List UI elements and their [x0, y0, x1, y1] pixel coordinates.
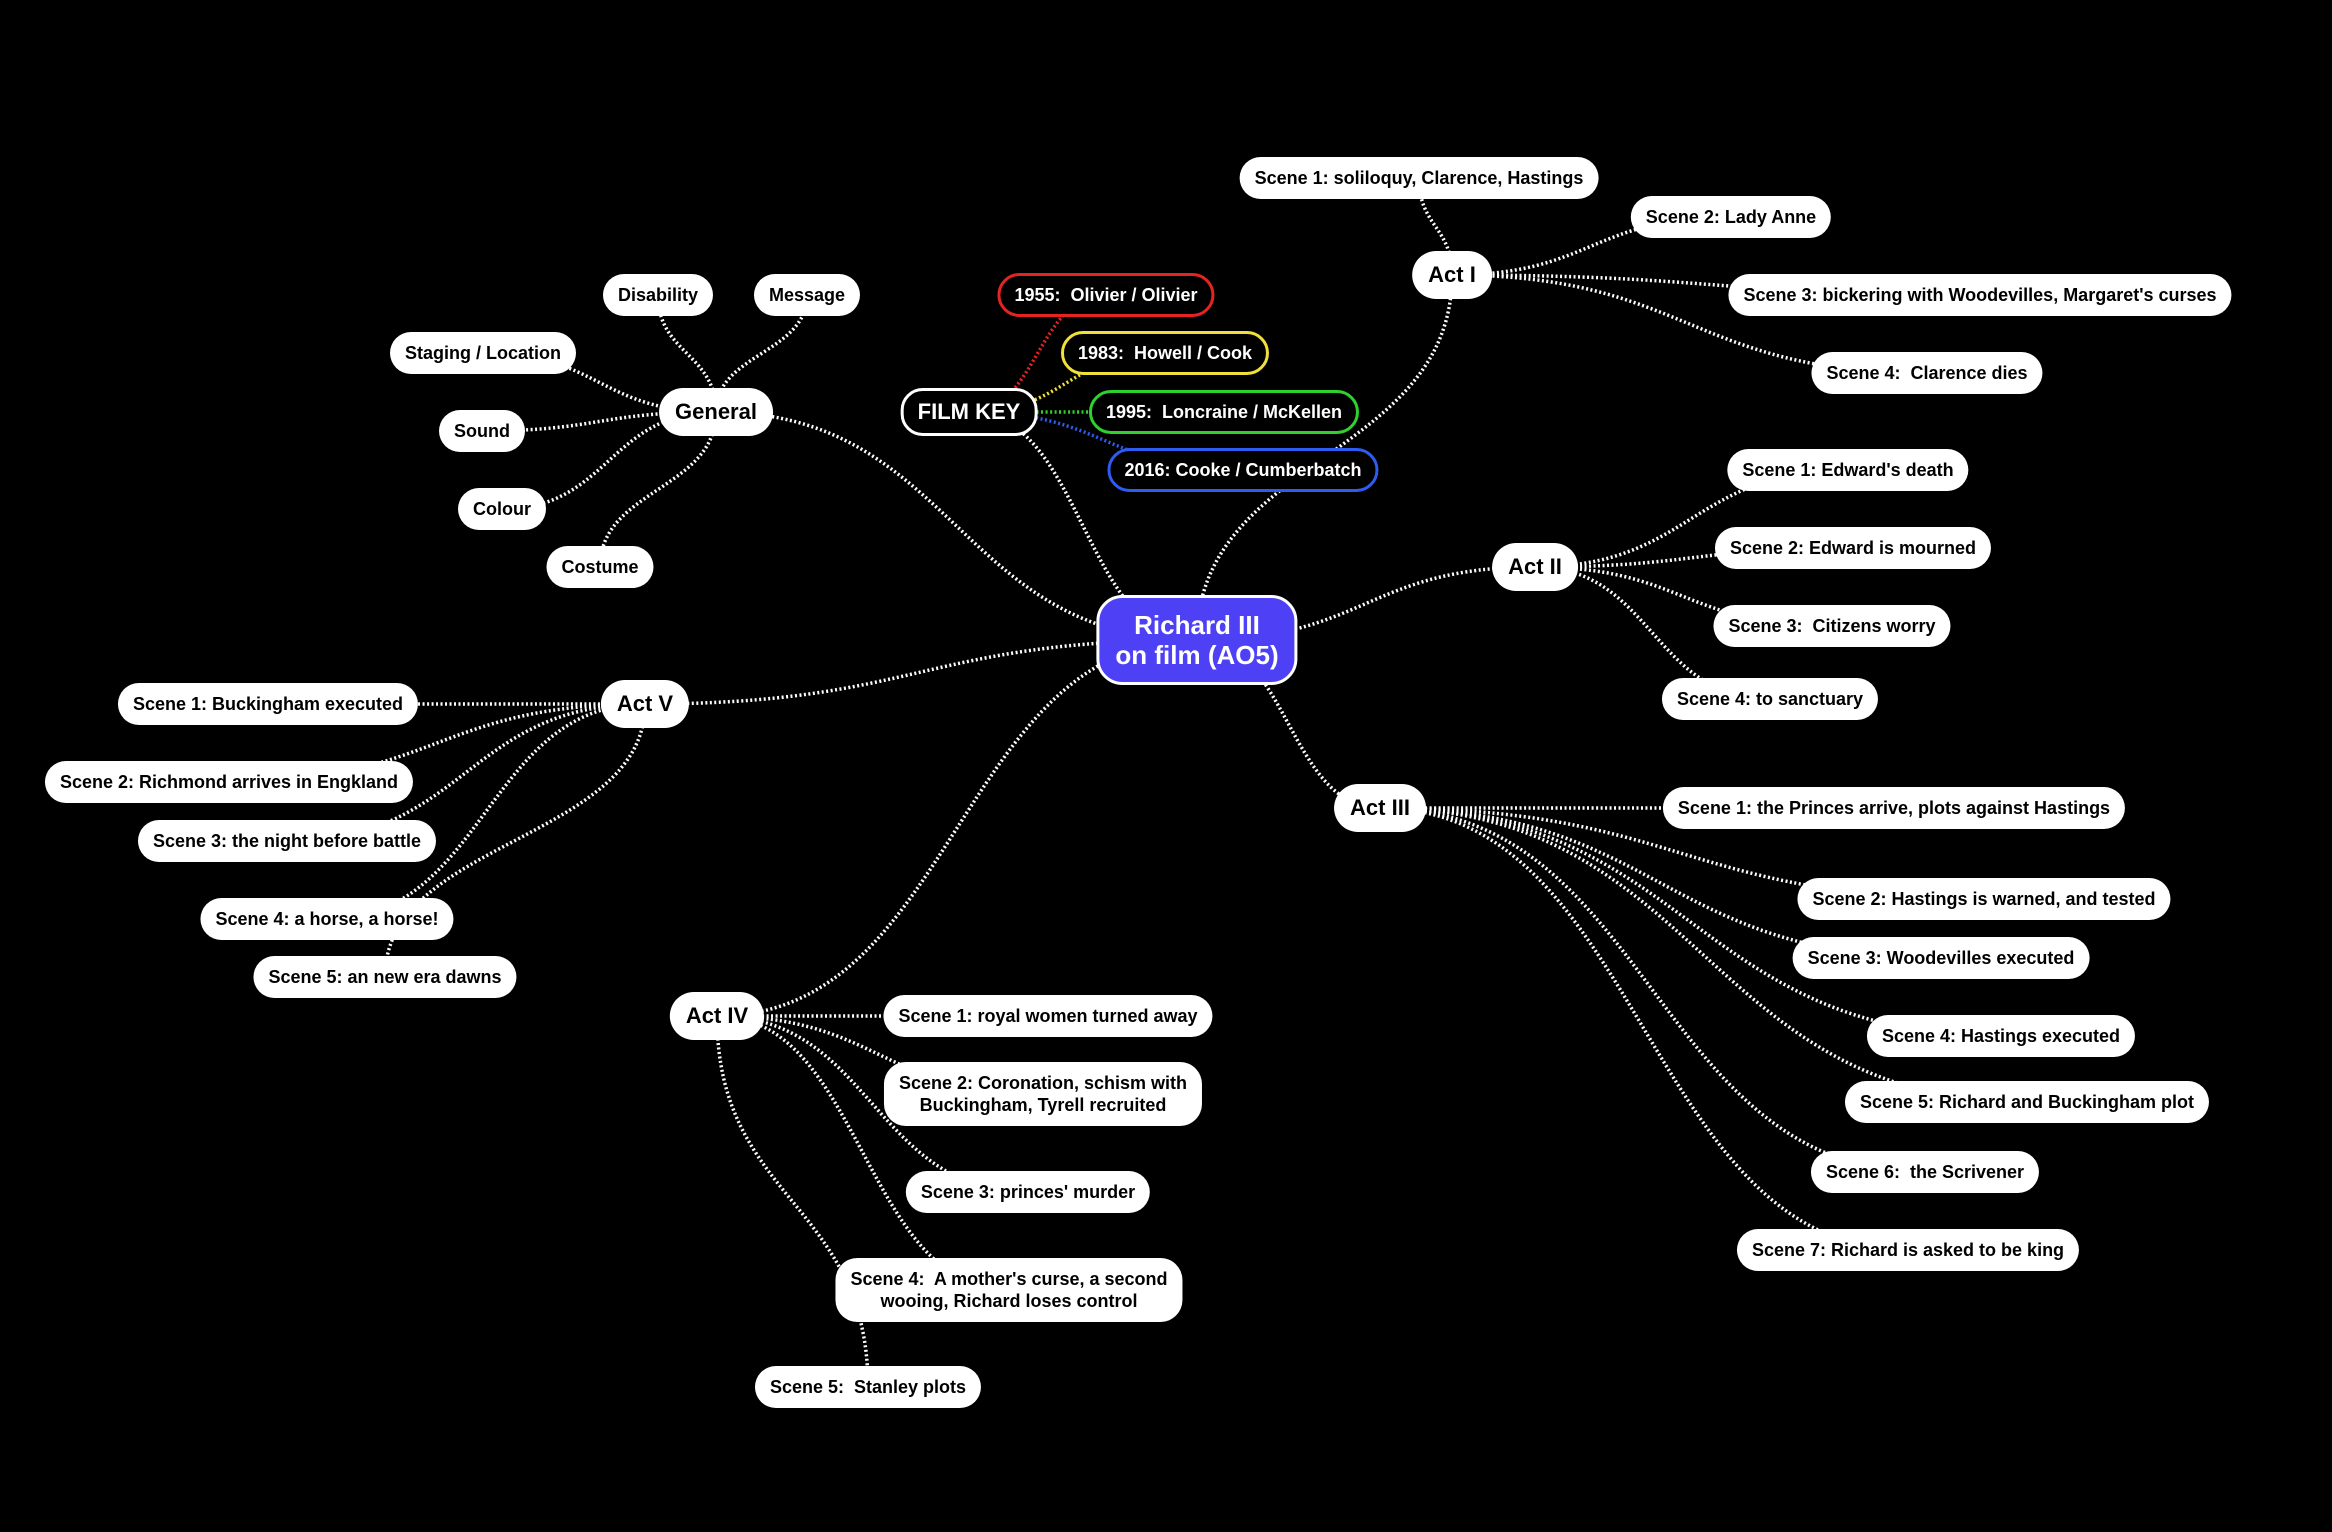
connector-act-5-node-act-5-scene-5 — [383, 703, 647, 978]
act-4-scene-5[interactable]: Scene 5: Stanley plots — [754, 1366, 982, 1408]
act-2-scene-2[interactable]: Scene 2: Edward is mourned — [1714, 527, 1992, 569]
act-3-node[interactable]: Act III — [1334, 784, 1426, 832]
connector-act-3-node-act-3-scene-7 — [1379, 806, 1909, 1252]
connector-act-3-node-act-3-scene-6 — [1379, 806, 1926, 1174]
connector-act-1-node-act-1-scene-4 — [1451, 273, 1928, 375]
film-key-1995[interactable]: 1995: Loncraine / McKellen — [1088, 390, 1360, 434]
film-key-1955[interactable]: 1955: Olivier / Olivier — [997, 273, 1215, 317]
general-item-colour[interactable]: Colour — [458, 488, 546, 530]
connector-act-4-node-act-4-scene-4 — [716, 1014, 1010, 1292]
act-5-scene-1[interactable]: Scene 1: Buckingham executed — [117, 683, 419, 725]
act-1-scene-4[interactable]: Scene 4: Clarence dies — [1811, 352, 2043, 394]
general-item-staging[interactable]: Staging / Location — [390, 332, 576, 374]
act-2-scene-1[interactable]: Scene 1: Edward's death — [1727, 449, 1969, 491]
general-item-costume[interactable]: Costume — [546, 546, 654, 588]
act-5-scene-4[interactable]: Scene 4: a horse, a horse! — [200, 898, 454, 940]
act-2-scene-4[interactable]: Scene 4: to sanctuary — [1661, 678, 1879, 720]
connector-central-topic-act-4-node — [716, 638, 1198, 1018]
act-5-scene-2[interactable]: Scene 2: Richmond arrives in Engkland — [44, 761, 414, 803]
act-3-scene-2[interactable]: Scene 2: Hastings is warned, and tested — [1797, 878, 2171, 920]
act-4-scene-3[interactable]: Scene 3: princes' murder — [905, 1171, 1151, 1213]
connector-act-4-node-act-4-scene-3 — [716, 1014, 1029, 1194]
connector-act-3-node-act-3-scene-2 — [1379, 806, 1985, 901]
act-3-scene-6[interactable]: Scene 6: the Scrivener — [1810, 1151, 2040, 1193]
act-4-scene-2[interactable]: Scene 2: Coronation, schism with Bucking… — [883, 1062, 1203, 1126]
general-item-sound[interactable]: Sound — [439, 410, 525, 452]
act-5-node[interactable]: Act V — [600, 680, 690, 728]
act-3-scene-5[interactable]: Scene 5: Richard and Buckingham plot — [1844, 1081, 2210, 1123]
general-item-message[interactable]: Message — [753, 274, 861, 316]
connector-act-5-node-act-5-scene-3 — [286, 702, 646, 843]
act-2-scene-3[interactable]: Scene 3: Citizens worry — [1713, 605, 1951, 647]
act-3-scene-1[interactable]: Scene 1: the Princes arrive, plots again… — [1662, 787, 2126, 829]
connector-act-2-node-act-2-scene-1 — [1534, 468, 1849, 569]
general-node[interactable]: General — [659, 388, 773, 436]
connector-act-3-node-act-3-scene-4 — [1379, 806, 2002, 1038]
act-4-scene-1[interactable]: Scene 1: royal women turned away — [883, 995, 1213, 1037]
connector-act-2-node-act-2-scene-2 — [1534, 546, 1854, 569]
general-item-disability[interactable]: Disability — [602, 274, 714, 316]
act-5-scene-3[interactable]: Scene 3: the night before battle — [137, 820, 437, 862]
connector-act-5-node-act-5-scene-4 — [326, 702, 646, 921]
act-1-node[interactable]: Act I — [1412, 251, 1492, 299]
connector-central-topic-act-1-node — [1195, 274, 1454, 641]
film-key-node[interactable]: FILM KEY — [900, 388, 1038, 436]
act-4-node[interactable]: Act IV — [669, 992, 765, 1040]
connector-general-node-general-item-sound — [481, 410, 717, 433]
connector-act-4-node-act-4-scene-5 — [715, 1015, 870, 1388]
act-3-scene-7[interactable]: Scene 7: Richard is asked to be king — [1736, 1229, 2080, 1271]
act-3-scene-4[interactable]: Scene 4: Hastings executed — [1866, 1015, 2136, 1057]
connector-central-topic-act-5-node — [644, 638, 1198, 706]
act-5-scene-5[interactable]: Scene 5: an new era dawns — [253, 956, 517, 998]
film-key-1983[interactable]: 1983: Howell / Cook — [1060, 331, 1270, 375]
central-topic[interactable]: Richard III on film (AO5) — [1096, 595, 1298, 685]
film-key-2016[interactable]: 2016: Cooke / Cumberbatch — [1107, 448, 1379, 492]
act-3-scene-3[interactable]: Scene 3: Woodevilles executed — [1792, 937, 2090, 979]
act-4-scene-4[interactable]: Scene 4: A mother's curse, a second wooi… — [835, 1258, 1183, 1322]
act-1-scene-1[interactable]: Scene 1: soliloquy, Clarence, Hastings — [1239, 157, 1599, 199]
connector-general-node-general-item-costume — [598, 411, 718, 568]
act-1-scene-2[interactable]: Scene 2: Lady Anne — [1630, 196, 1832, 238]
act-1-scene-3[interactable]: Scene 3: bickering with Woodevilles, Mar… — [1728, 274, 2232, 316]
act-2-node[interactable]: Act II — [1492, 543, 1578, 591]
